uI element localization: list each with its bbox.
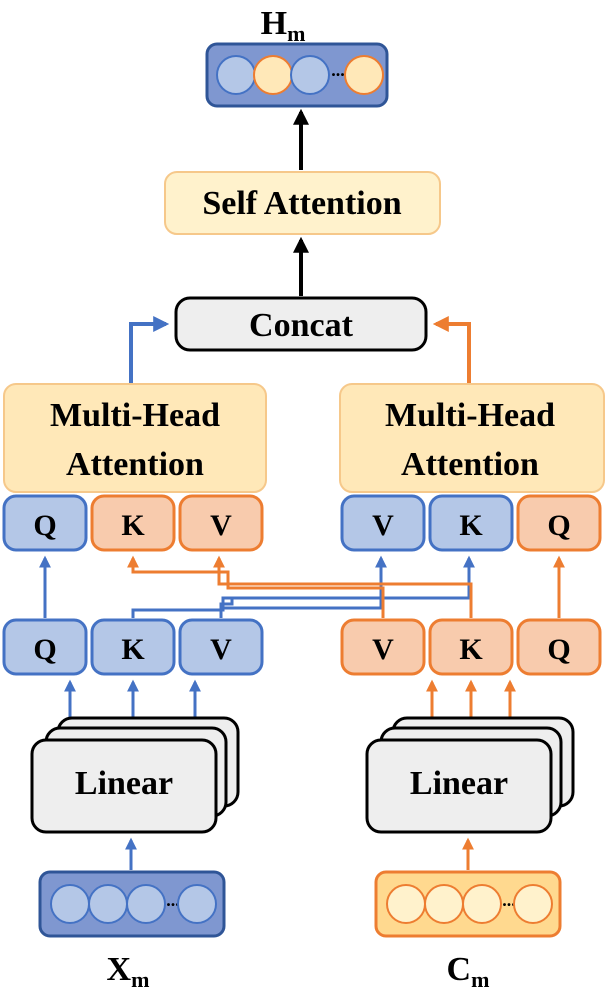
svg-text:V: V — [372, 509, 394, 542]
mha-left-line2: Attention — [66, 446, 204, 483]
svg-text:K: K — [459, 509, 483, 542]
right-upper-v: V — [340, 494, 426, 552]
mha-left-line1: Multi-Head — [50, 397, 220, 434]
svg-text:Q: Q — [547, 509, 570, 542]
left-upper-q: Q — [2, 494, 88, 552]
svg-text:...: ... — [331, 60, 345, 80]
svg-text:Q: Q — [33, 633, 56, 666]
mha-right-line2: Attention — [401, 446, 539, 483]
left-upper-k: K — [90, 494, 176, 552]
left-upper-v: V — [178, 494, 264, 552]
arrow-left-mha-to-concat — [129, 316, 170, 384]
svg-text:...: ... — [502, 890, 516, 910]
mha-right-box: Multi-Head Attention — [339, 383, 605, 493]
svg-text:K: K — [121, 509, 145, 542]
concat-box: Concat — [174, 296, 428, 352]
self-attention-box: Self Attention — [164, 171, 441, 235]
svg-text:...: ... — [166, 890, 180, 910]
svg-text:K: K — [121, 633, 145, 666]
linear-right-stack: Linear — [365, 716, 575, 834]
svg-text:V: V — [210, 509, 232, 542]
input-xm-label: Xm — [107, 951, 150, 992]
left-lower-k: K — [90, 618, 176, 676]
right-lower-q: Q — [516, 618, 602, 676]
svg-text:Q: Q — [33, 509, 56, 542]
svg-text:V: V — [372, 633, 394, 666]
linear-right-label: Linear — [410, 765, 508, 802]
arrow-right-mha-to-concat — [432, 316, 471, 384]
svg-text:V: V — [210, 633, 232, 666]
right-upper-k: K — [428, 494, 514, 552]
output-label: Hm — [261, 5, 306, 46]
input-xm-vector: ... — [38, 870, 226, 938]
concat-label: Concat — [249, 307, 354, 344]
arrow-orange-v-to-left-k — [127, 555, 385, 618]
right-upper-q: Q — [516, 494, 602, 552]
mha-right-line1: Multi-Head — [385, 397, 555, 434]
arrow-orange-k-to-left-v — [213, 555, 473, 618]
input-cm-label: Cm — [447, 951, 490, 992]
input-cm-vector: ... — [374, 870, 562, 938]
output-vector: ... — [205, 42, 389, 108]
left-lower-v: V — [178, 618, 264, 676]
linear-left-stack: Linear — [30, 716, 240, 834]
linear-left-label: Linear — [75, 765, 173, 802]
svg-text:Q: Q — [547, 633, 570, 666]
right-lower-v: V — [340, 618, 426, 676]
self-attention-label: Self Attention — [202, 185, 401, 222]
right-lower-k: K — [428, 618, 514, 676]
left-lower-q: Q — [2, 618, 88, 676]
svg-text:K: K — [459, 633, 483, 666]
mha-left-box: Multi-Head Attention — [3, 383, 267, 493]
